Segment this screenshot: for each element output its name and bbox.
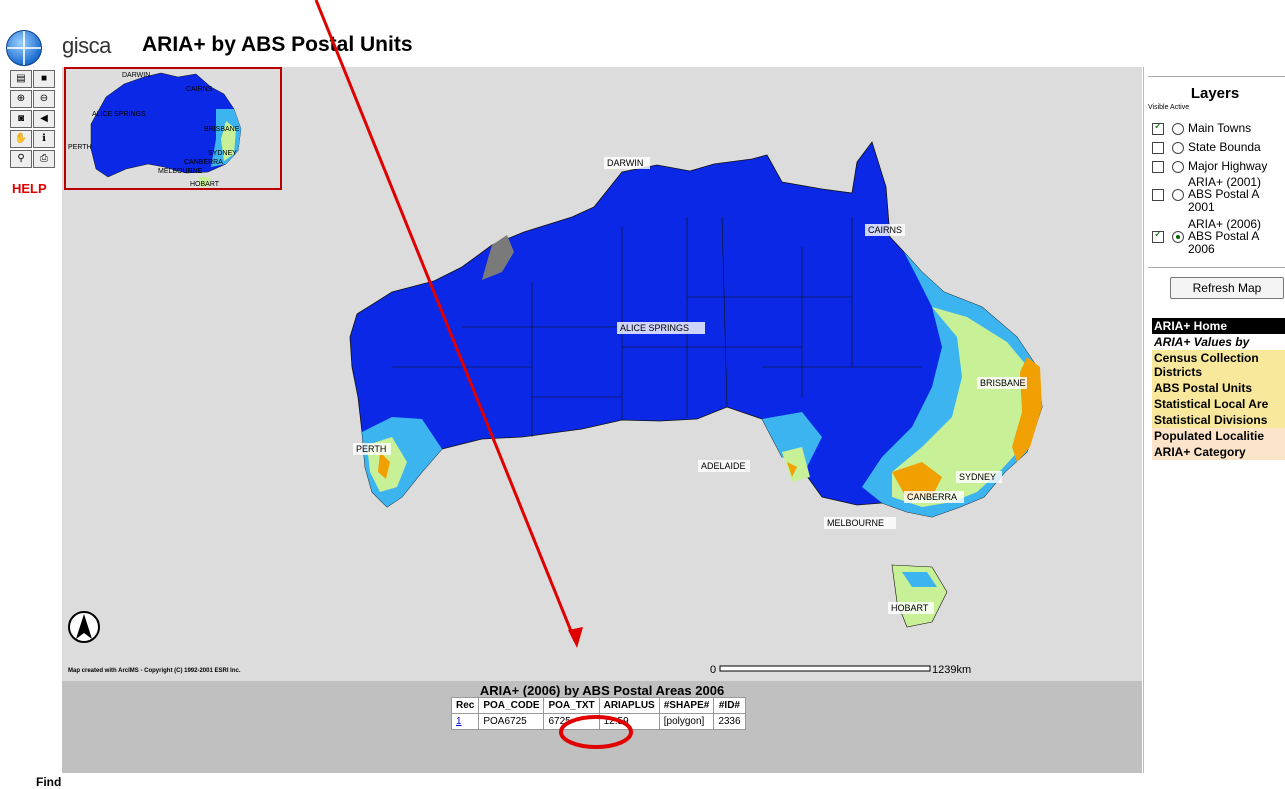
layer-label: 2006: [1188, 241, 1215, 256]
city-label: ADELAIDE: [701, 461, 746, 471]
column-header: #ID#: [713, 697, 746, 714]
table-cell: 2336: [713, 713, 746, 730]
menu-item-census[interactable]: Census Collection Districts: [1152, 350, 1285, 380]
layer-label: ARIA+ (2006): [1188, 217, 1262, 231]
layer-label: State Bounda: [1188, 140, 1261, 154]
active-radio[interactable]: [1172, 188, 1184, 201]
visible-checkbox[interactable]: [1152, 121, 1164, 135]
visible-checkbox[interactable]: [1152, 160, 1164, 173]
layer-row: Major Highway: [1152, 159, 1267, 173]
toggle-overview-icon[interactable]: ▤: [10, 70, 32, 88]
svg-text:PERTH: PERTH: [68, 144, 92, 151]
city-label: DARWIN: [607, 158, 643, 168]
australia-map: DARWIN CAIRNS ALICE SPRINGS BRISBANE PER…: [68, 141, 1043, 676]
menu-item-category[interactable]: ARIA+ Category: [1152, 444, 1285, 460]
layer-label: ABS Postal A: [1188, 187, 1260, 201]
svg-text:HOBART: HOBART: [190, 181, 220, 188]
svg-text:SYDNEY: SYDNEY: [208, 150, 237, 157]
layer-label: ARIA+ (2001): [1188, 175, 1262, 189]
city-label: CAIRNS: [868, 225, 902, 235]
svg-text:ALICE SPRINGS: ALICE SPRINGS: [92, 111, 146, 118]
identify-icon[interactable]: ℹ: [33, 130, 55, 148]
help-link[interactable]: HELP: [12, 181, 47, 196]
svg-text:MELBOURNE: MELBOURNE: [158, 168, 203, 175]
visible-active-header: Visible Active: [1148, 104, 1190, 111]
layer-label: ABS Postal A: [1188, 229, 1260, 243]
toggle-legend-icon[interactable]: ■: [33, 70, 55, 88]
find-icon[interactable]: ⚲: [10, 150, 32, 168]
layer-label: Main Towns: [1188, 121, 1252, 135]
city-label: ALICE SPRINGS: [620, 323, 689, 333]
scale-bar: 0 1239km: [710, 664, 971, 676]
layers-panel: Layers Visible Active Main Towns State B…: [1143, 67, 1285, 773]
layer-label: Major Highway: [1188, 159, 1268, 173]
visible-checkbox[interactable]: [1152, 141, 1164, 154]
map-credit: Map created with ArcIMS - Copyright (C) …: [68, 668, 241, 674]
pan-icon[interactable]: ✋: [10, 130, 32, 148]
refresh-map-button[interactable]: Refresh Map: [1170, 277, 1284, 299]
active-radio[interactable]: [1172, 230, 1184, 243]
header: gisca ARIA+ by ABS Postal Units: [0, 0, 1285, 66]
svg-text:0: 0: [710, 664, 716, 676]
visible-checkbox[interactable]: [1152, 229, 1164, 243]
svg-text:CANBERRA: CANBERRA: [184, 159, 223, 166]
city-label: CANBERRA: [907, 492, 957, 502]
globe-logo-icon: [6, 30, 42, 66]
layer-row: ARIA+ (2001) ABS Postal A 2001: [1152, 176, 1261, 213]
results-panel: ARIA+ (2006) by ABS Postal Areas 2006 Re…: [62, 681, 1142, 773]
city-label: PERTH: [356, 444, 386, 454]
city-label: HOBART: [891, 603, 929, 613]
svg-text:1239km: 1239km: [932, 664, 971, 676]
layer-row: ARIA+ (2006) ABS Postal A 2006: [1152, 218, 1261, 255]
layer-row: State Bounda: [1152, 140, 1261, 154]
svg-text:CAIRNS: CAIRNS: [186, 86, 213, 93]
layer-row: Main Towns: [1152, 121, 1251, 135]
record-link[interactable]: 1: [456, 716, 462, 727]
svg-text:DARWIN: DARWIN: [122, 72, 150, 79]
menu-item-localities[interactable]: Populated Localitie: [1152, 428, 1285, 444]
page-title: ARIA+ by ABS Postal Units: [142, 33, 413, 56]
aria-menu: ARIA+ Home ARIA+ Values by Census Collec…: [1152, 318, 1285, 460]
menu-item-aria-home[interactable]: ARIA+ Home: [1152, 318, 1285, 334]
menu-item-postal[interactable]: ABS Postal Units: [1152, 380, 1285, 396]
results-title: ARIA+ (2006) by ABS Postal Areas 2006: [479, 683, 725, 698]
active-radio[interactable]: [1172, 160, 1184, 173]
layers-title: Layers: [1190, 85, 1240, 102]
layer-label: 2001: [1188, 199, 1215, 214]
results-table: Rec POA_CODE POA_TXT ARIAPLUS #SHAPE# #I…: [450, 697, 746, 730]
north-arrow-icon: [68, 611, 100, 643]
city-label: SYDNEY: [959, 472, 996, 482]
city-label: BRISBANE: [980, 378, 1026, 388]
active-radio[interactable]: [1172, 122, 1184, 135]
visible-checkbox[interactable]: [1152, 188, 1164, 201]
menu-item-sla[interactable]: Statistical Local Are: [1152, 396, 1285, 412]
menu-item-sd[interactable]: Statistical Divisions: [1152, 412, 1285, 428]
toolbar: ▤■ ⊕⊖ ◙◀ ✋ℹ ⚲⎙: [10, 68, 60, 168]
print-icon[interactable]: ⎙: [33, 150, 55, 168]
city-label: MELBOURNE: [827, 518, 884, 528]
svg-text:BRISBANE: BRISBANE: [204, 126, 240, 133]
find-label[interactable]: Find: [36, 775, 62, 789]
brand-logo: gisca: [62, 33, 111, 58]
column-header: Rec: [450, 697, 480, 714]
menu-heading: ARIA+ Values by: [1154, 335, 1250, 349]
overview-map[interactable]: DARWIN CAIRNS ALICE SPRINGS BRISBANE PER…: [64, 67, 282, 190]
back-icon[interactable]: ◀: [33, 110, 55, 128]
active-radio[interactable]: [1172, 141, 1184, 154]
